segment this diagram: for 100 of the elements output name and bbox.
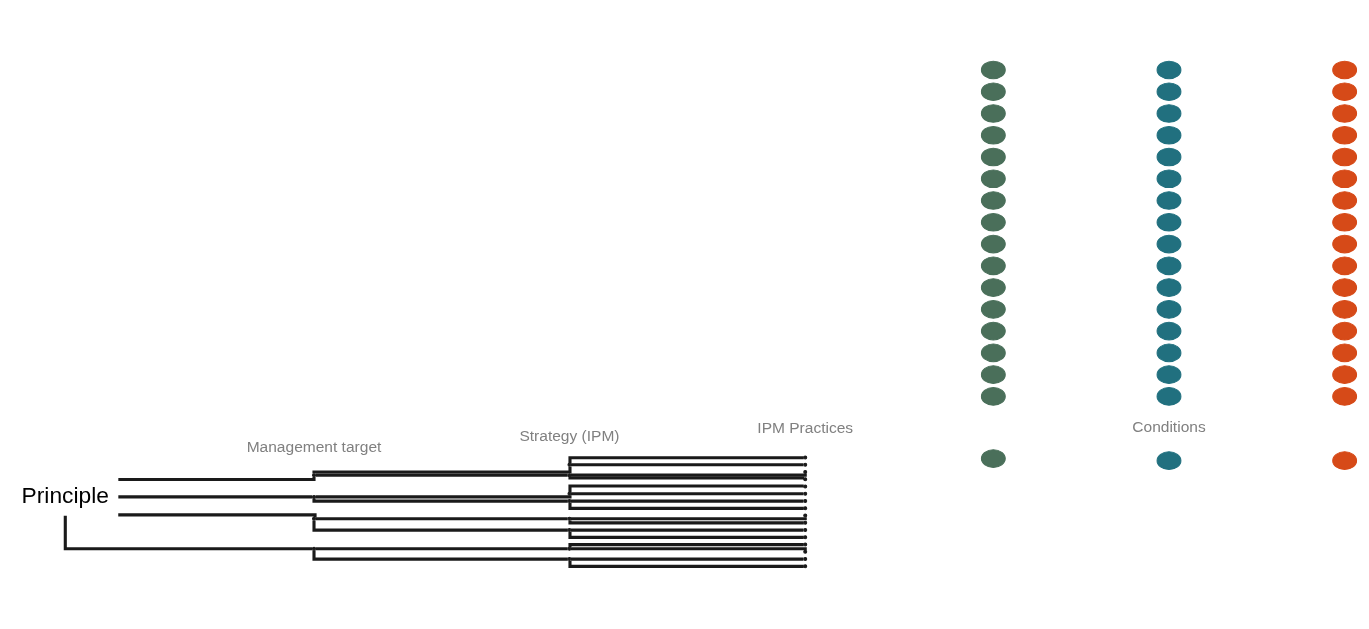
node-circle	[1156, 234, 1182, 254]
node-circle	[1332, 321, 1358, 341]
connector	[315, 547, 568, 551]
connector	[568, 543, 804, 548]
node-circle	[980, 300, 1006, 319]
node-point	[803, 506, 808, 511]
node-circle	[1332, 300, 1358, 319]
node-circle	[1332, 451, 1358, 470]
node-point	[803, 477, 808, 482]
node-circle	[1332, 256, 1358, 276]
node-circle	[1156, 147, 1182, 167]
node-circle	[1156, 256, 1182, 276]
node-circle	[1156, 191, 1182, 210]
label: IPM Practices	[757, 419, 854, 437]
connector	[568, 475, 805, 480]
node-circle	[1156, 387, 1182, 406]
node-point	[312, 494, 316, 499]
node-circle	[1156, 82, 1182, 102]
node-circle	[1156, 365, 1182, 384]
connector	[568, 456, 804, 464]
connector	[312, 520, 568, 532]
node-point	[567, 473, 572, 478]
node-point	[803, 557, 808, 562]
label: Strategy (IPM)	[519, 427, 620, 445]
connector	[315, 473, 568, 477]
node-circle	[980, 104, 1006, 123]
node-point	[803, 484, 808, 489]
node-circle	[980, 321, 1006, 341]
node-circle	[1332, 234, 1358, 254]
node-circle	[1156, 278, 1182, 297]
node-circle	[1332, 212, 1358, 232]
node-circle	[1156, 60, 1182, 80]
node-circle	[980, 147, 1006, 167]
node-point	[567, 499, 572, 504]
connector	[63, 515, 313, 551]
node-circle	[980, 82, 1006, 102]
node-circle	[1156, 343, 1182, 363]
connector	[568, 531, 804, 539]
node-point	[803, 499, 808, 504]
connector	[570, 492, 804, 496]
connector	[570, 516, 807, 521]
connector	[568, 484, 804, 493]
node-point	[803, 549, 808, 554]
node-circle	[1156, 104, 1182, 123]
node-circle	[1156, 451, 1182, 470]
node-circle	[980, 169, 1006, 189]
node-point	[312, 516, 316, 521]
connector	[570, 472, 807, 477]
connector	[312, 466, 572, 475]
connector	[118, 513, 317, 518]
node-circle	[980, 212, 1006, 232]
node-circle	[1156, 212, 1182, 232]
node-circle	[1156, 125, 1182, 145]
node-point	[567, 462, 572, 467]
label: Management target	[246, 437, 382, 455]
connector	[118, 495, 313, 499]
node-point	[803, 535, 808, 540]
node-point	[803, 513, 808, 518]
node-point	[567, 516, 572, 521]
connector	[568, 520, 804, 525]
node-text: Principle	[21, 481, 109, 508]
node-point	[803, 564, 808, 569]
node-point	[567, 557, 572, 562]
connector	[568, 560, 804, 568]
connector	[315, 517, 568, 521]
node-point	[803, 462, 808, 467]
connector	[568, 502, 804, 510]
node-circle	[1332, 60, 1358, 80]
connector	[315, 494, 572, 499]
node-circle	[1156, 300, 1182, 319]
node-point	[803, 470, 808, 475]
node-circle	[1332, 147, 1358, 167]
node-circle	[980, 387, 1006, 406]
node-point	[803, 455, 808, 460]
node-circle	[1332, 278, 1358, 297]
node-point	[567, 546, 572, 551]
connector	[570, 547, 807, 552]
node-circle	[980, 234, 1006, 254]
connector	[570, 499, 804, 503]
node-point	[567, 491, 572, 496]
node-circle	[980, 365, 1006, 384]
node-circle	[980, 256, 1006, 276]
node-point	[567, 528, 572, 533]
node-circle	[1332, 365, 1358, 384]
node-point	[803, 528, 808, 533]
node-circle	[980, 125, 1006, 145]
connector	[312, 498, 568, 503]
node-circle	[980, 343, 1006, 363]
node-point	[312, 546, 316, 551]
node-circle	[980, 449, 1006, 468]
node-circle	[1332, 125, 1358, 145]
label: Conditions	[1132, 418, 1206, 436]
node-circle	[980, 60, 1006, 80]
node-point	[803, 491, 808, 496]
node-circle	[980, 191, 1006, 210]
node-circle	[1332, 343, 1358, 363]
connector	[570, 463, 804, 467]
node-circle	[1332, 191, 1358, 210]
node-circle	[1332, 82, 1358, 102]
connector	[570, 528, 804, 532]
